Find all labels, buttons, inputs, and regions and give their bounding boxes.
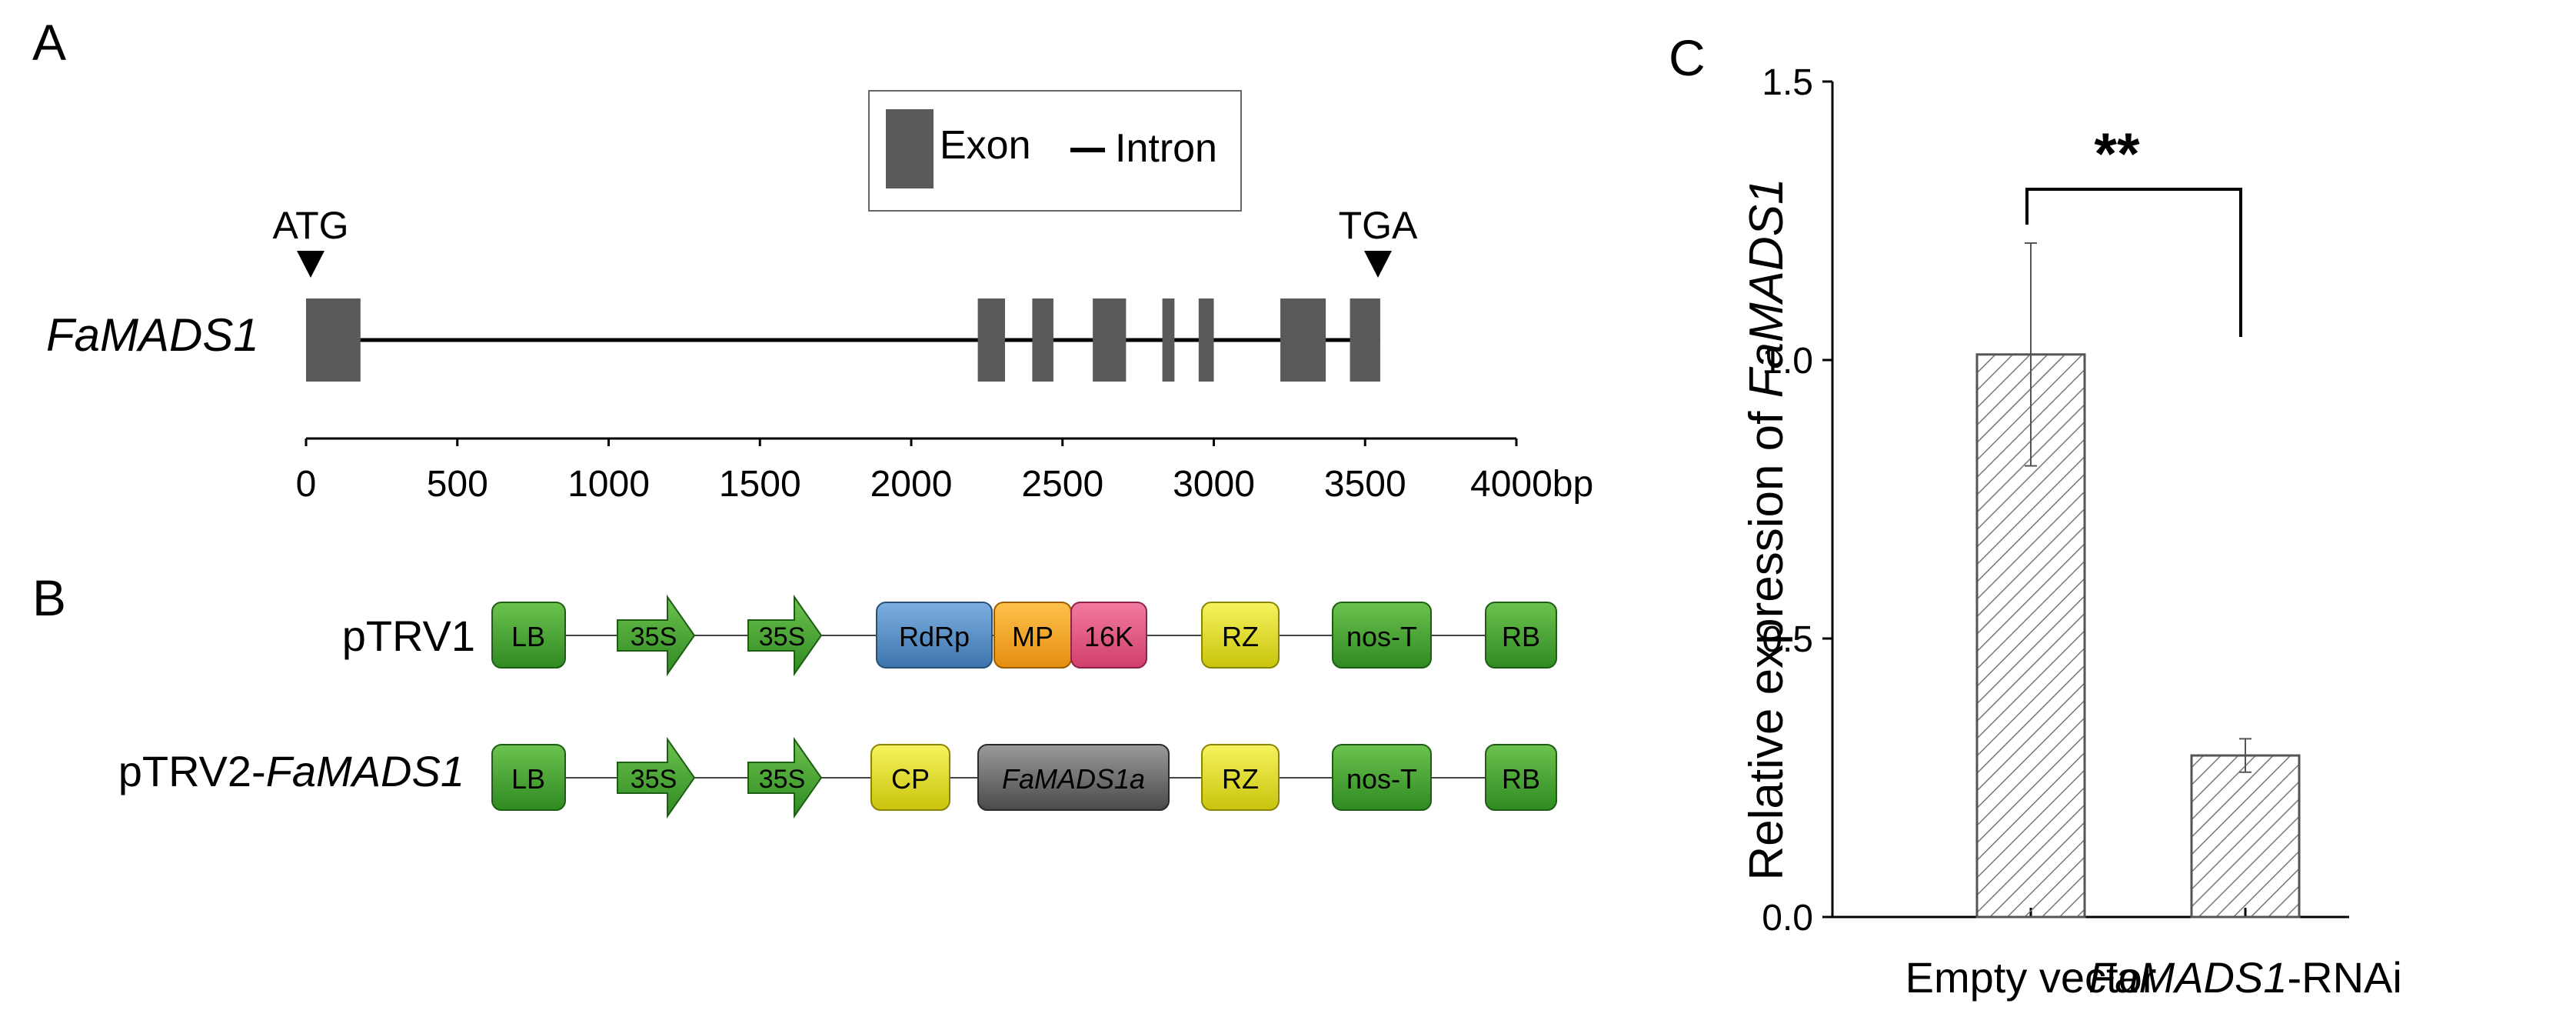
bp-labels: 0 500 1000 1500 2000 2500 3000 3500 4000bp bbox=[296, 464, 1594, 505]
ptrv2-lb-box bbox=[491, 744, 566, 811]
bp-tick-label: 1000 bbox=[567, 464, 650, 505]
y-tick-label: 0.5 bbox=[1762, 619, 1813, 660]
ptrv2-nos-t-label: nos-T bbox=[1346, 763, 1417, 795]
exon-2 bbox=[977, 298, 1005, 382]
ptrv1-lb-label: LB bbox=[511, 621, 545, 652]
gene-name: FaMADS1 bbox=[46, 309, 259, 361]
ptrv2-rb-box bbox=[1485, 744, 1557, 811]
ptrv1-mp-label: MP bbox=[1012, 621, 1053, 652]
ptrv2-famads1a-label: FaMADS1a bbox=[1002, 763, 1145, 795]
ptrv2-name-italic: FaMADS1 bbox=[266, 747, 464, 795]
y-axis-title: Relative expression of FaMADS1 bbox=[1740, 178, 1793, 880]
ptrv1-rb-label: RB bbox=[1502, 621, 1540, 652]
construct-ptrv1: pTRV1 LB 35S 35S RdRp MP 16K RZ nos-T RB bbox=[342, 594, 1557, 677]
panel-a: A Exon Intron FaMADS1 ATG TGA 0 500 1000 15… bbox=[32, 14, 1593, 505]
y-axis-title-plain: Relative expression of bbox=[1740, 398, 1793, 880]
y-axis-title-italic: FaMADS1 bbox=[1740, 178, 1793, 398]
legend-exon-swatch bbox=[886, 109, 934, 188]
ptrv2-name: pTRV2-FaMADS1 bbox=[118, 747, 464, 795]
y-tick-label: 0.0 bbox=[1762, 898, 1813, 939]
panel-a-label: A bbox=[32, 14, 66, 71]
ptrv2-35s-label-1: 35S bbox=[631, 765, 677, 794]
panel-c: C Relative expression of FaMADS1 0.0 0.5 1… bbox=[1669, 29, 2402, 1002]
significance-bracket bbox=[2025, 188, 2242, 337]
ptrv1-rdrp-box bbox=[876, 602, 993, 669]
legend-intron-label: Intron bbox=[1115, 126, 1217, 171]
ptrv2-35s-promoter-2-icon bbox=[747, 736, 823, 819]
bp-tick-label: 2000 bbox=[870, 464, 953, 505]
bp-tick-label: 0 bbox=[296, 464, 317, 505]
ptrv2-nos-t-box bbox=[1332, 744, 1432, 811]
ptrv1-rdrp-label: RdRp bbox=[899, 621, 970, 652]
ptrv2-rb-label: RB bbox=[1502, 763, 1540, 795]
bar-1 bbox=[1975, 353, 2086, 919]
ptrv2-famads1a-box bbox=[977, 744, 1170, 811]
exon-1 bbox=[306, 298, 361, 382]
ptrv2-name-plain: pTRV2- bbox=[118, 747, 266, 795]
x-label-empty-vector: Empty vector bbox=[1905, 953, 2157, 1002]
ptrv2-cp-label: CP bbox=[891, 763, 930, 795]
x-label-famads1-rnai: FaMADS1-RNAi bbox=[2088, 953, 2402, 1002]
start-codon-label: ATG bbox=[272, 204, 348, 247]
ptrv1-name: pTRV1 bbox=[342, 612, 475, 660]
legend-exon-label: Exon bbox=[940, 123, 1031, 168]
panel-c-label: C bbox=[1669, 29, 1706, 86]
bp-tick-label: 3000 bbox=[1173, 464, 1255, 505]
panel-b-label: B bbox=[32, 569, 66, 626]
exon-3 bbox=[1032, 298, 1053, 382]
ptrv1-35s-promoter-2-icon bbox=[747, 594, 823, 677]
exon-5 bbox=[1162, 298, 1175, 382]
exon-7 bbox=[1280, 298, 1326, 382]
y-tick-label: 1.0 bbox=[1762, 341, 1813, 382]
ptrv1-35s-label-1: 35S bbox=[631, 622, 677, 652]
ptrv2-rz-label: RZ bbox=[1222, 763, 1259, 795]
bp-axis: 0 500 1000 1500 2000 2500 3000 3500 4000bp bbox=[296, 437, 1594, 505]
bp-ticks bbox=[305, 438, 1518, 446]
stop-codon-label: TGA bbox=[1339, 204, 1418, 247]
ptrv1-16k-label: 16K bbox=[1084, 621, 1133, 652]
ptrv1-rb-box bbox=[1485, 602, 1557, 669]
gene-model bbox=[306, 298, 1380, 382]
bp-tick-label: 1500 bbox=[719, 464, 801, 505]
bp-tick-label: 3500 bbox=[1324, 464, 1406, 505]
exon-4 bbox=[1093, 298, 1127, 382]
error-bars bbox=[2025, 242, 2252, 773]
ptrv1-lb-box bbox=[491, 602, 566, 669]
ptrv1-35s-label-2: 35S bbox=[759, 622, 806, 652]
y-tick-label: 1.5 bbox=[1762, 62, 1813, 103]
ptrv2-rz-box bbox=[1201, 744, 1280, 811]
ptrv1-rz-box bbox=[1201, 602, 1280, 669]
construct-ptrv2: pTRV2-FaMADS1 LB 35S 35S CP FaMADS1a RZ … bbox=[118, 736, 1557, 819]
x-label-rnai-italic: FaMADS1 bbox=[2088, 953, 2287, 1002]
ptrv1-35s-promoter-1-icon bbox=[617, 594, 696, 677]
bp-tick-label: 500 bbox=[427, 464, 488, 505]
panel-b: B pTRV1 LB 35S 35S RdRp MP 16K RZ nos-T … bbox=[32, 569, 1557, 819]
ptrv2-cp-box bbox=[870, 744, 950, 811]
start-codon-marker-icon bbox=[297, 251, 324, 278]
ptrv1-rz-label: RZ bbox=[1222, 621, 1259, 652]
ptrv2-35s-promoter-1-icon bbox=[617, 736, 696, 819]
significance-stars: ** bbox=[2094, 122, 2140, 187]
ptrv2-lb-label: LB bbox=[511, 763, 545, 795]
bar-2 bbox=[2190, 754, 2301, 919]
bars bbox=[1975, 353, 2301, 919]
ptrv1-nos-t-label: nos-T bbox=[1346, 621, 1417, 652]
exon-8 bbox=[1350, 298, 1380, 382]
y-tick-labels: 0.0 0.5 1.0 1.5 bbox=[1762, 62, 1813, 939]
ptrv1-nos-t-box bbox=[1332, 602, 1432, 669]
bp-tick-label: 4000bp bbox=[1470, 464, 1593, 505]
bp-tick-label: 2500 bbox=[1021, 464, 1103, 505]
ptrv1-16k-box bbox=[1070, 602, 1147, 669]
stop-codon-marker-icon bbox=[1364, 251, 1392, 278]
ptrv2-35s-label-2: 35S bbox=[759, 765, 806, 794]
x-label-rnai-plain: -RNAi bbox=[2287, 953, 2401, 1002]
gene-legend: Exon Intron bbox=[868, 90, 1242, 212]
exon-6 bbox=[1198, 298, 1214, 382]
